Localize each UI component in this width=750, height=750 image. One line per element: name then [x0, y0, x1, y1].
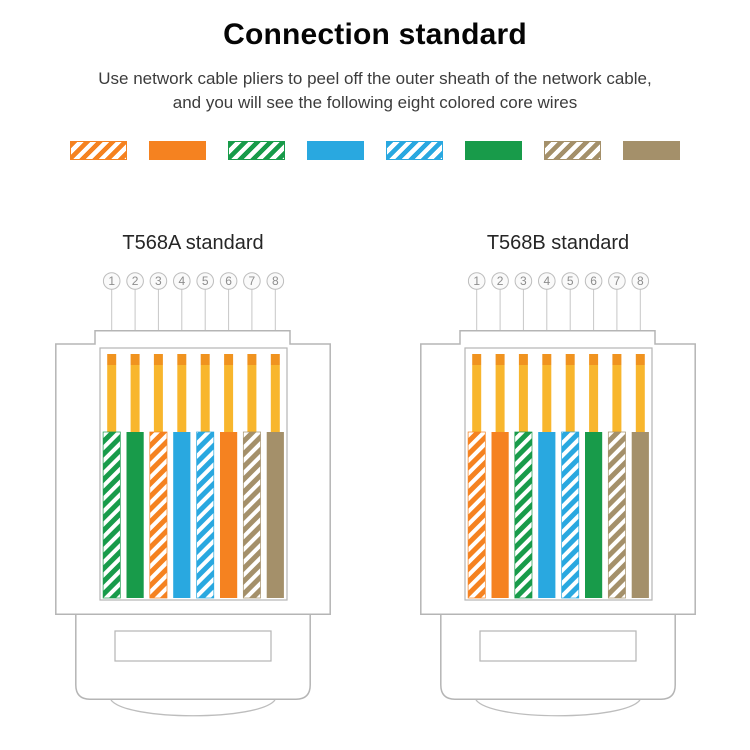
- legend-swatch-white-orange: [70, 141, 127, 160]
- legend-swatch-brown: [623, 141, 680, 160]
- svg-text:2: 2: [132, 274, 139, 288]
- pin-number: 4: [173, 272, 191, 290]
- pin-number: 6: [584, 272, 603, 290]
- legend-swatch-blue: [307, 141, 364, 160]
- pin-number: 1: [102, 272, 121, 290]
- svg-text:1: 1: [108, 274, 115, 288]
- wire-solid-green: [126, 432, 144, 598]
- pin-number: 7: [243, 272, 261, 290]
- gold-pin-contact: [247, 354, 257, 432]
- latch-slot: [114, 630, 272, 662]
- wire-striped-brown: [607, 431, 626, 599]
- pin-number: 8: [631, 272, 650, 290]
- wire-striped-blue: [196, 431, 215, 599]
- wire-solid-brown: [631, 432, 649, 598]
- pin-number: 5: [196, 272, 214, 290]
- pin-number: 3: [149, 272, 168, 290]
- gold-pin-contact: [518, 354, 528, 432]
- svg-text:8: 8: [272, 274, 279, 288]
- rj45-connector: 1 2 3 4 5 6 7 8: [420, 272, 696, 717]
- gold-pin-contact: [495, 354, 505, 432]
- legend-swatch-white-blue: [386, 141, 443, 160]
- pin-number: 8: [266, 272, 285, 290]
- t568a-connector-host: 1 2 3 4 5 6 7 8: [55, 270, 331, 728]
- svg-text:8: 8: [637, 274, 644, 288]
- svg-text:5: 5: [202, 274, 209, 288]
- pin-number: 2: [126, 272, 144, 290]
- wire-solid-brown: [266, 432, 284, 598]
- gold-pin-contact: [589, 354, 599, 432]
- gold-pin-contact: [472, 354, 482, 432]
- wire-solid-orange: [220, 432, 238, 598]
- svg-text:2: 2: [497, 274, 504, 288]
- gold-pin-contact: [542, 354, 552, 432]
- svg-text:6: 6: [590, 274, 597, 288]
- wire-striped-orange: [149, 431, 168, 599]
- wire-solid-green: [585, 432, 603, 598]
- gold-pin-contact: [153, 354, 163, 432]
- svg-text:6: 6: [225, 274, 232, 288]
- gold-pin-contact: [565, 354, 575, 432]
- t568b-connector-host: 1 2 3 4 5 6 7 8: [420, 270, 696, 728]
- svg-text:1: 1: [473, 274, 480, 288]
- gold-pin-contact: [224, 354, 234, 432]
- wire-solid-blue: [173, 432, 191, 598]
- subtitle-line-2: and you will see the following eight col…: [172, 93, 578, 112]
- cable-boot-curve: [110, 699, 276, 717]
- svg-text:5: 5: [567, 274, 574, 288]
- wire-striped-green: [102, 431, 121, 599]
- pin-number: 6: [219, 272, 238, 290]
- pin-number: 5: [561, 272, 579, 290]
- wire-solid-blue: [538, 432, 556, 598]
- gold-pin-contact: [635, 354, 645, 432]
- svg-text:4: 4: [178, 274, 185, 288]
- gold-pin-contact: [612, 354, 622, 432]
- pin-number: 4: [538, 272, 556, 290]
- gold-pin-contact: [270, 354, 280, 432]
- pin-number: 7: [608, 272, 626, 290]
- page-subtitle: Use network cable pliers to peel off the…: [0, 67, 750, 115]
- legend-swatch-orange: [149, 141, 206, 160]
- legend-swatch-white-brown: [544, 141, 601, 160]
- gold-pin-contact: [200, 354, 210, 432]
- rj45-connector: 1 2 3 4 5 6 7 8: [55, 272, 331, 717]
- t568b-diagram: T568B standard 1 2 3 4 5 6 7 8: [420, 232, 696, 728]
- t568b-label: T568B standard: [486, 232, 630, 254]
- svg-text:3: 3: [155, 274, 162, 288]
- pin-number: 3: [514, 272, 533, 290]
- svg-text:7: 7: [614, 274, 621, 288]
- pin-number: 2: [491, 272, 509, 290]
- gold-pin-contact: [177, 354, 187, 432]
- wire-striped-brown: [242, 431, 261, 599]
- page-title: Connection standard: [223, 18, 527, 51]
- wire-striped-green: [514, 431, 533, 599]
- svg-text:3: 3: [520, 274, 527, 288]
- legend-swatch-green: [465, 141, 522, 160]
- latch-slot: [479, 630, 637, 662]
- legend-swatch-white-green: [228, 141, 285, 160]
- svg-text:4: 4: [543, 274, 550, 288]
- gold-pin-contact: [107, 354, 117, 432]
- wire-solid-orange: [491, 432, 509, 598]
- gold-pin-contact: [130, 354, 140, 432]
- cable-boot-curve: [475, 699, 641, 717]
- svg-text:7: 7: [249, 274, 256, 288]
- t568a-label: T568A standard: [122, 232, 264, 254]
- wire-striped-orange: [467, 431, 486, 599]
- wire-striped-blue: [561, 431, 580, 599]
- subtitle-line-1: Use network cable pliers to peel off the…: [98, 69, 652, 88]
- pin-number: 1: [467, 272, 486, 290]
- t568a-diagram: T568A standard 1 2 3 4 5 6 7 8: [55, 232, 331, 728]
- wire-color-legend: [0, 141, 750, 160]
